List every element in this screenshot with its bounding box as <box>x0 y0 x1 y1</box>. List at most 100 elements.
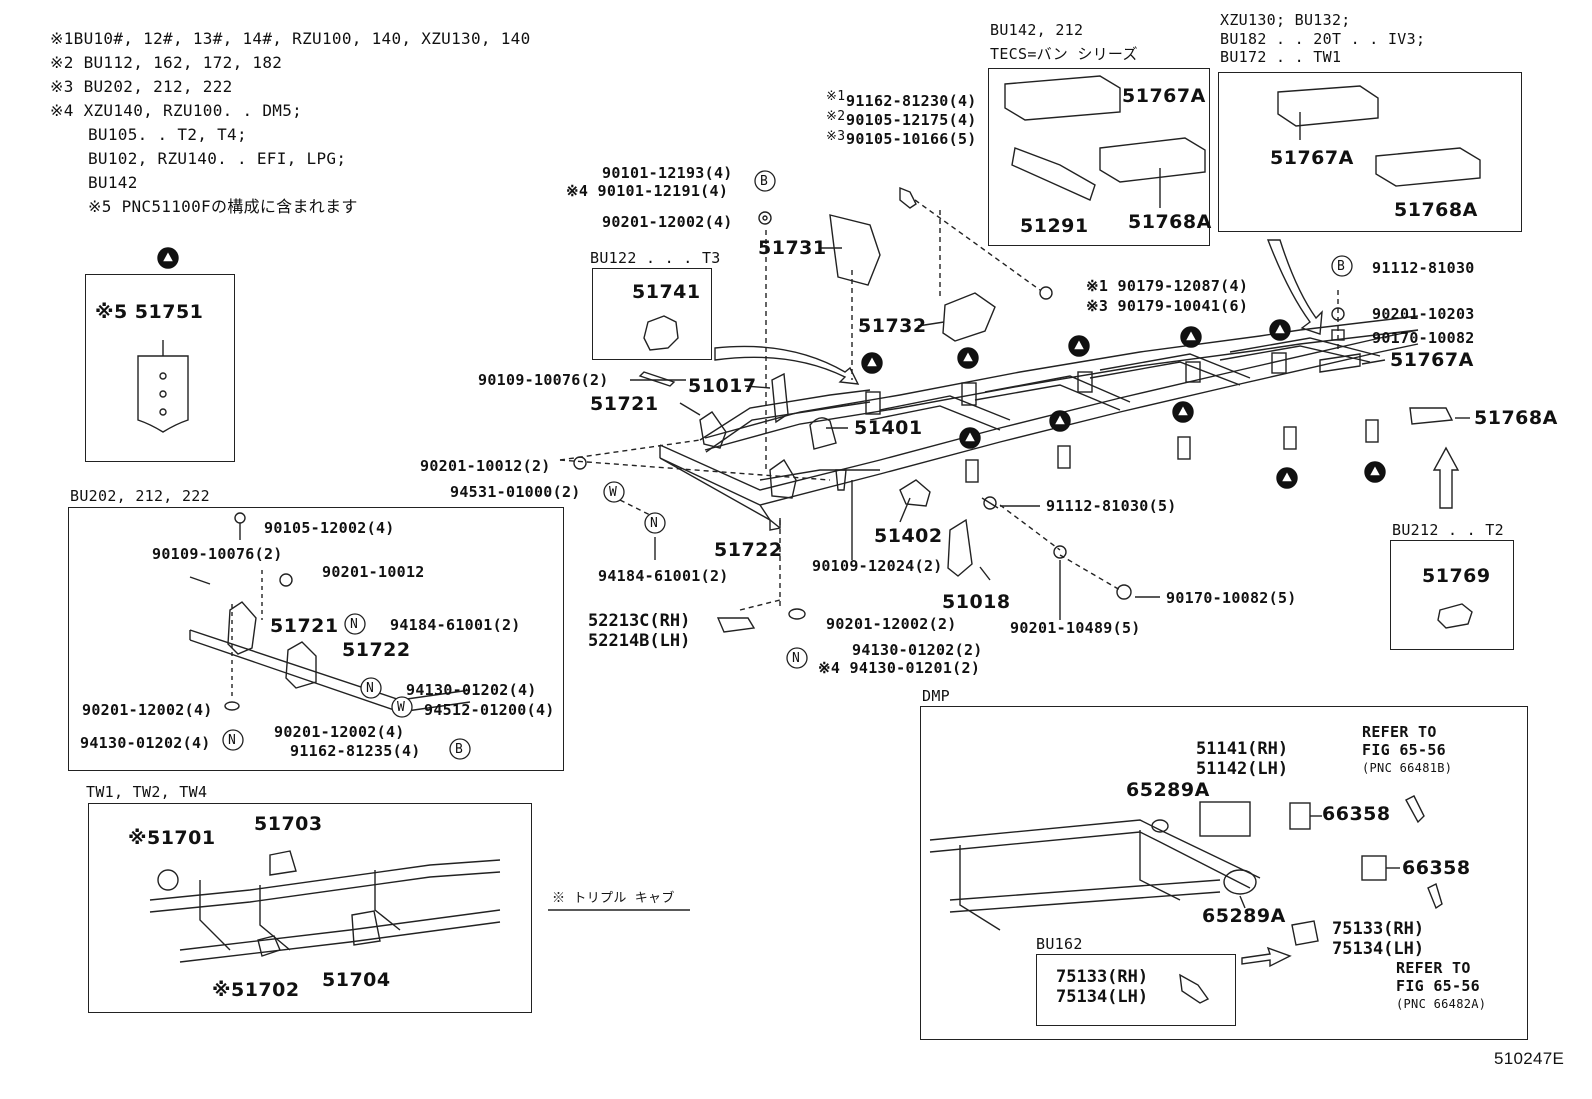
dmp-51142: 51142(LH) <box>1196 759 1289 779</box>
bu202-51722: 51722 <box>342 639 411 661</box>
main-l31: 52214B(LH) <box>588 631 691 651</box>
main-l20: 90201-10012(2) <box>420 457 551 475</box>
main-l13: 51767A <box>1390 349 1474 371</box>
box-xzu <box>1218 72 1522 232</box>
b-symbol-3: B <box>455 742 464 757</box>
part-51768A-tecs <box>1099 137 1206 183</box>
main-l18: 51721 <box>590 393 659 415</box>
arrow-dmp <box>1241 946 1292 968</box>
dmp-ref1c: (PNC 66481B) <box>1362 761 1453 775</box>
main-l08: ※1 90179-12087(4) <box>1086 277 1249 295</box>
main-l23: 51722 <box>714 539 783 561</box>
tw-note: ※ トリプル キャブ <box>552 891 675 906</box>
w-symbol-2: W <box>397 700 406 715</box>
xzu-title3: BU172 . . TW1 <box>1220 48 1342 66</box>
dmp-51141: 51141(RH) <box>1196 739 1289 759</box>
main-l09: ※3 90179-10041(6) <box>1086 297 1249 315</box>
label-51768A-xzu: 51768A <box>1394 199 1478 221</box>
label-51751: ※5 51751 <box>95 301 204 323</box>
frame-brackets <box>699 214 1454 633</box>
part-51741 <box>643 315 679 351</box>
xzu-title2: BU182 . . 20T . . IV3; <box>1220 30 1426 48</box>
main-l17: 51017 <box>688 375 757 397</box>
bracket-51751 <box>137 340 189 433</box>
main-l33: 94130-01202(2) <box>852 641 983 659</box>
box-bu122 <box>592 268 712 360</box>
main-l07: 51731 <box>758 237 827 259</box>
bu202-l3: 90201-10012 <box>322 563 425 581</box>
bu202-l10: 90201-12002(4) <box>274 723 405 741</box>
tw-drawing <box>149 850 690 963</box>
figure-id: 510247E <box>1494 1049 1565 1068</box>
label-51767A-xzu: 51767A <box>1270 147 1354 169</box>
main-l24: 90109-12024(2) <box>812 557 943 575</box>
main-l01: ※1 <box>826 89 846 104</box>
label-51768A-tecs: 51768A <box>1128 211 1212 233</box>
box-bu212 <box>1390 540 1514 650</box>
dmp-75133: 75133(RH) <box>1332 919 1425 939</box>
main-l03: ※3 <box>826 129 846 144</box>
box-bu142 <box>988 68 1210 246</box>
box-51751 <box>85 274 235 462</box>
dmp-66358-2: 66358 <box>1402 857 1471 879</box>
bu202-51721: 51721 <box>270 615 339 637</box>
dmp-ref2c: (PNC 66482A) <box>1396 997 1487 1011</box>
n-symbol-1: N <box>650 516 659 531</box>
part-51767A-tecs <box>1004 75 1121 121</box>
main-l16: 90109-10076(2) <box>478 371 609 389</box>
dmp-ref1a: REFER TO <box>1362 723 1437 741</box>
bu202-l4: 94184-61001(2) <box>390 616 521 634</box>
main-l03b: 90105-10166(5) <box>846 130 977 148</box>
note-1: ※1BU10#, 12#, 13#, 14#, RZU100, 140, XZU… <box>50 29 531 48</box>
main-l27: 51018 <box>942 591 1011 613</box>
bu162-75133: 75133(RH) <box>1056 967 1149 987</box>
arrow-up <box>1432 446 1460 509</box>
bu122-title: BU122 . . . T3 <box>590 249 721 267</box>
triangle-markers <box>157 247 1386 489</box>
bu202-l2: 90109-10076(2) <box>152 545 283 563</box>
main-l32: 90201-12002(2) <box>826 615 957 633</box>
part-51768A-xzu <box>1375 147 1481 187</box>
label-51702: ※51702 <box>212 979 300 1001</box>
bu202-l8: 94512-01200(4) <box>424 701 555 719</box>
box-tw <box>88 803 532 1013</box>
main-l06: 90201-12002(4) <box>602 213 733 231</box>
n-symbol-4: N <box>366 681 375 696</box>
part-51767A-xzu <box>1277 85 1379 127</box>
label-51704: 51704 <box>322 969 391 991</box>
n-symbol-5: N <box>228 733 237 748</box>
label-51291: 51291 <box>1020 215 1089 237</box>
note-5: BU105. . T2, T4; <box>88 125 247 144</box>
main-l10: 91112-81030 <box>1372 259 1475 277</box>
main-l29: 90201-10489(5) <box>1010 619 1141 637</box>
main-l02b: 90105-12175(4) <box>846 111 977 129</box>
note-8: ※5 PNC51100Fの構成に含まれます <box>88 197 358 216</box>
label-51741: 51741 <box>632 281 701 303</box>
note-7: BU142 <box>88 173 138 192</box>
b-symbol-2: B <box>1337 259 1346 274</box>
main-l11: 90201-10203 <box>1372 305 1475 323</box>
note-4: ※4 XZU140, RZU100. . DM5; <box>50 101 303 120</box>
part-51291 <box>1011 147 1096 201</box>
leader-lines <box>559 199 1339 611</box>
main-l02: ※2 <box>826 109 846 124</box>
note-6: BU102, RZU140. . EFI, LPG; <box>88 149 347 168</box>
part-51769 <box>1437 603 1473 629</box>
main-l25: 51402 <box>874 525 943 547</box>
main-l04: 90101-12193(4) <box>602 164 733 182</box>
main-l28: 90170-10082(5) <box>1166 589 1297 607</box>
note-2: ※2 BU112, 162, 172, 182 <box>50 53 283 72</box>
bu202-l1: 90105-12002(4) <box>264 519 395 537</box>
bu162-75134: 75134(LH) <box>1056 987 1149 1007</box>
box-bu162 <box>1036 954 1236 1026</box>
bu202-l12: 94130-01202(4) <box>80 734 211 752</box>
box-dmp <box>920 706 1528 1040</box>
main-l26: 91112-81030(5) <box>1046 497 1177 515</box>
bu202-l7: 94130-01202(4) <box>406 681 537 699</box>
main-l30: 52213C(RH) <box>588 611 691 631</box>
main-l14: 51768A <box>1474 407 1558 429</box>
solid-leaders <box>630 112 1470 620</box>
